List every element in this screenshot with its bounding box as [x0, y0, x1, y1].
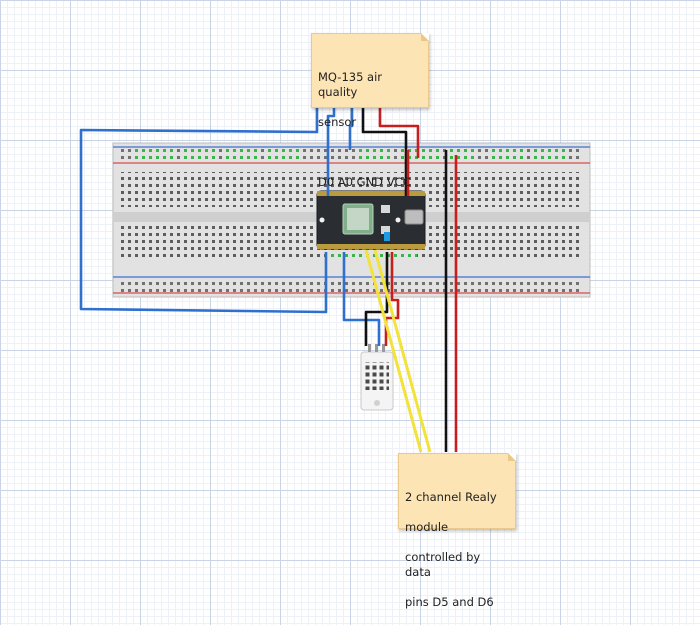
- relay-note: 2 channel Realy module controlled by dat…: [398, 453, 516, 609]
- wire-blue-dht: [342, 252, 381, 346]
- sensor-note-pins: D0 A0 GND VCC: [318, 175, 411, 189]
- wire-yellow-d6: [373, 249, 432, 453]
- wire-yellow-d5: [364, 249, 423, 453]
- sensor-note-line2: sensor: [318, 115, 357, 129]
- wire-blue-rail: [348, 108, 354, 150]
- relay-note-line4: pins D5 and D6: [405, 595, 494, 609]
- wire-black-gnd: [361, 108, 408, 196]
- wire-black-dht: [364, 252, 389, 346]
- note-fold-icon: [421, 33, 429, 41]
- sensor-note-spacer: [318, 145, 422, 160]
- relay-note-line2: module: [405, 520, 449, 534]
- dht22-sensor-icon: [360, 344, 394, 411]
- wire-blue-a0: [326, 108, 336, 196]
- relay-note-line1: 2 channel Realy: [405, 490, 497, 504]
- note-fold-icon: [508, 453, 516, 461]
- particle-photon-board: [316, 190, 426, 250]
- wires: [79, 108, 458, 453]
- sensor-note-line1: MQ-135 air quality: [318, 70, 383, 99]
- circuit-diagram: [79, 108, 591, 453]
- sensor-note: MQ-135 air quality sensor D0 A0 GND VCC: [311, 33, 429, 189]
- wire-blue-d0: [79, 108, 328, 314]
- wire-red-vcc: [378, 108, 420, 158]
